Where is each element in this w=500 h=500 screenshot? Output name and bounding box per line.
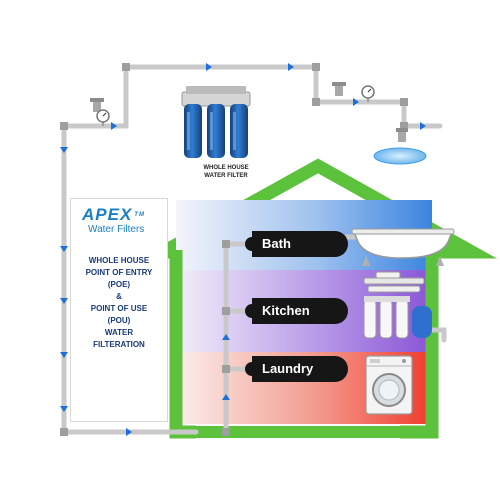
filter-housing-3 (230, 104, 248, 158)
whole-house-filter (181, 86, 251, 158)
info-line: & (116, 292, 122, 301)
room-label-kitchen: Kitchen (245, 298, 348, 324)
filter-caption-line: WHOLE HOUSE (203, 165, 249, 171)
filter-caption: WHOLE HOUSE WATER FILTER (176, 164, 276, 180)
room-label-bath: Bath (245, 231, 348, 257)
info-line: (POU) (107, 316, 131, 325)
ro-system-icon (363, 271, 432, 339)
valve-left (90, 98, 104, 112)
filter-housing-2 (207, 104, 225, 158)
kitchen-drain (429, 327, 447, 343)
info-line: POINT OF USE (90, 304, 148, 313)
filter-bracket (181, 91, 251, 107)
flow-arrows (60, 63, 426, 436)
outdoor-faucet (396, 128, 408, 142)
washing-machine-icon (365, 355, 413, 415)
valve-right (332, 82, 346, 96)
info-line: (POE) (107, 280, 131, 289)
pipe-joints (60, 63, 408, 436)
info-text: WHOLE HOUSE POINT OF ENTRY (POE) & POINT… (72, 255, 166, 351)
pressure-gauge-right (361, 85, 375, 102)
filter-housing-1 (184, 104, 202, 158)
info-panel (70, 198, 168, 422)
house-floor (190, 426, 432, 438)
info-line: POINT OF ENTRY (85, 268, 153, 277)
brand-name: APEX (82, 205, 133, 224)
brand-subtitle: Water Filters (88, 224, 145, 235)
bathtub-icon (351, 228, 455, 266)
brand-trademark: TM (134, 212, 145, 218)
main-pipe-top (61, 64, 443, 425)
room-label-laundry: Laundry (245, 356, 348, 382)
pressure-gauge-left (96, 109, 110, 126)
filter-caption-line: WATER FILTER (204, 173, 248, 179)
info-line: FILTERATION (93, 340, 145, 349)
water-puddle (373, 147, 427, 165)
info-line: WATER (104, 328, 134, 337)
info-line: WHOLE HOUSE (88, 256, 150, 265)
ro-tank (412, 306, 432, 338)
